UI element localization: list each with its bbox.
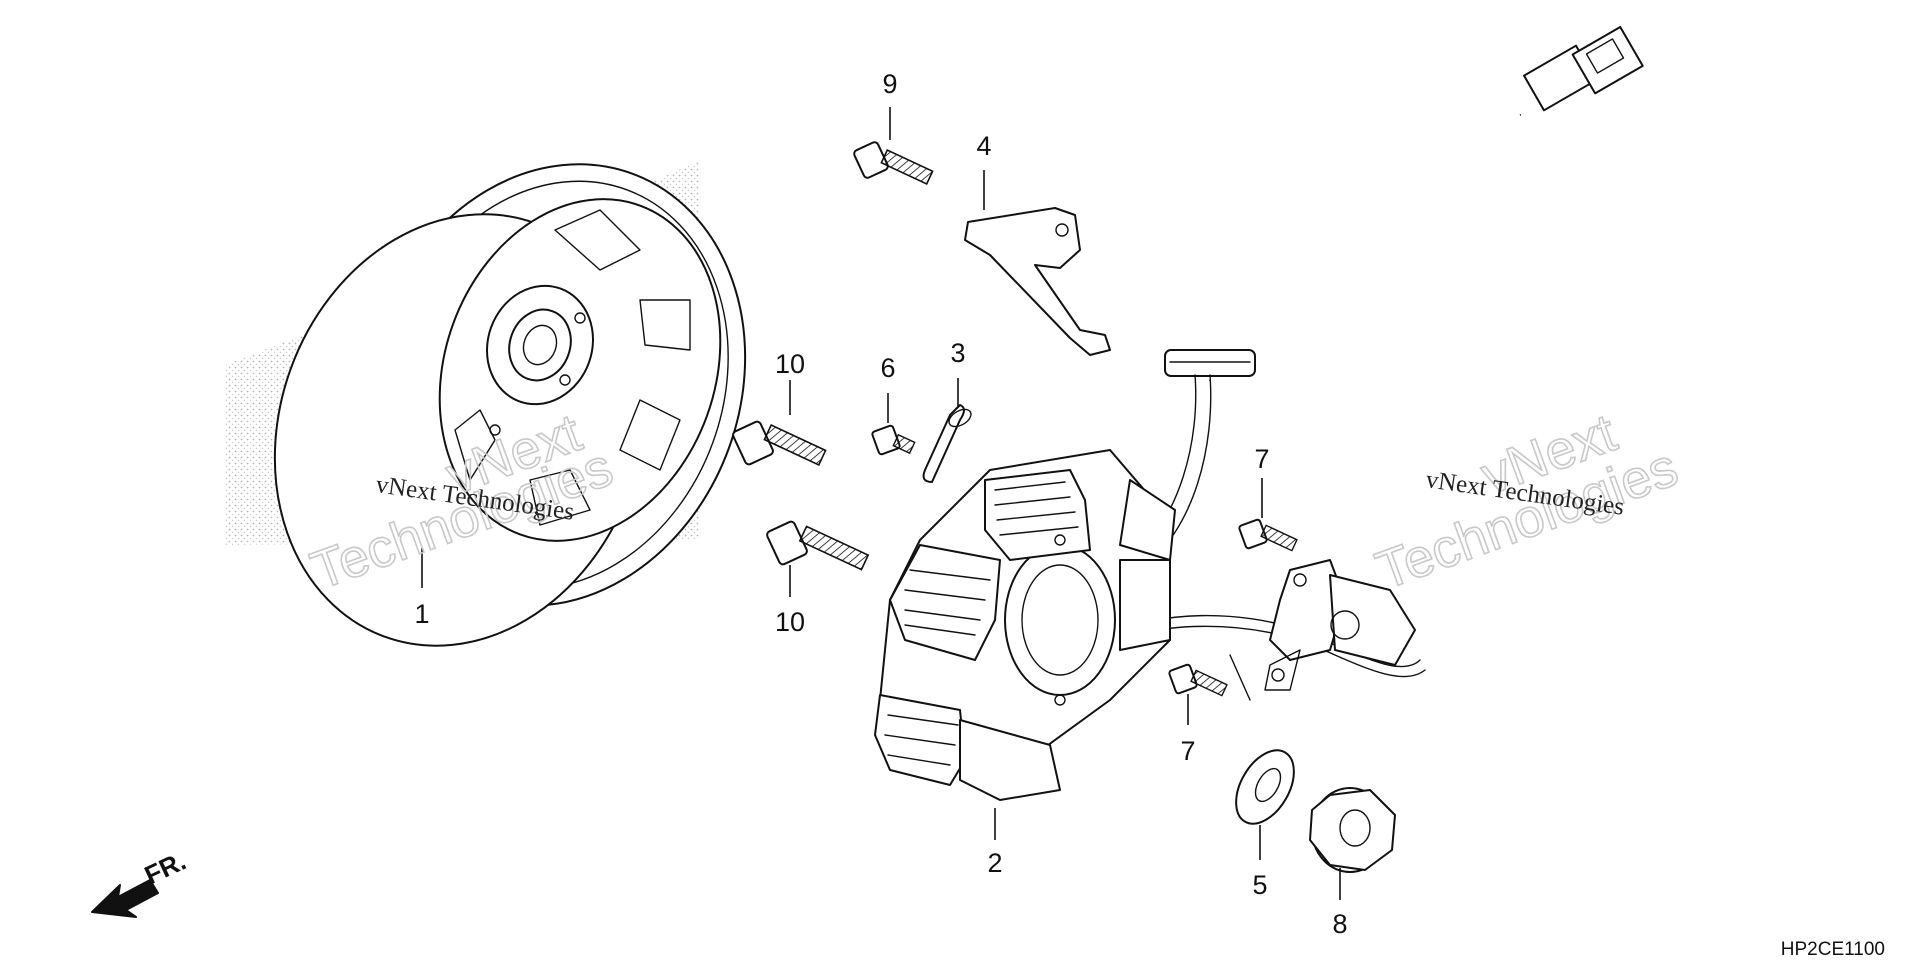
bolt-10-lower-drawing (766, 520, 870, 571)
clamp-3-drawing (922, 404, 972, 483)
washer-5-drawing (1235, 749, 1295, 825)
bolt-6-drawing (871, 424, 916, 456)
callout-6: 6 (880, 353, 895, 383)
watermark-right: Technologies vNext vNext Technologies (1368, 402, 1686, 602)
pulse-generator-drawing (1229, 559, 1416, 701)
stator-drawing (874, 449, 1176, 801)
flywheel-drawing (273, 163, 747, 647)
callout-8: 8 (1332, 909, 1347, 939)
callout-10-upper: 10 (775, 349, 805, 379)
front-arrow-icon (91, 879, 159, 918)
callout-1: 1 (414, 599, 429, 629)
callout-2: 2 (987, 848, 1002, 878)
bolt-7-lower-drawing (1168, 663, 1228, 697)
leader-lines (421, 107, 1341, 900)
callout-3: 3 (950, 338, 965, 368)
callout-9: 9 (882, 69, 897, 99)
drawing-code: HP2CE1100 (1781, 939, 1885, 960)
callout-10-lower: 10 (775, 607, 805, 637)
bracket-4-drawing (964, 207, 1111, 356)
callout-labels: 1 2 3 4 5 6 7 7 8 9 10 10 (414, 69, 1347, 939)
callout-4: 4 (976, 131, 991, 161)
bolt-9-drawing (853, 141, 934, 185)
callout-5: 5 (1252, 870, 1267, 900)
nut-8-drawing (1309, 787, 1396, 873)
front-indicator: FR. (91, 846, 191, 918)
callout-7-upper: 7 (1254, 444, 1269, 474)
bolt-10-upper-drawing (732, 420, 827, 466)
bolt-7-upper-drawing (1238, 518, 1298, 552)
callout-7-lower: 7 (1180, 736, 1195, 766)
